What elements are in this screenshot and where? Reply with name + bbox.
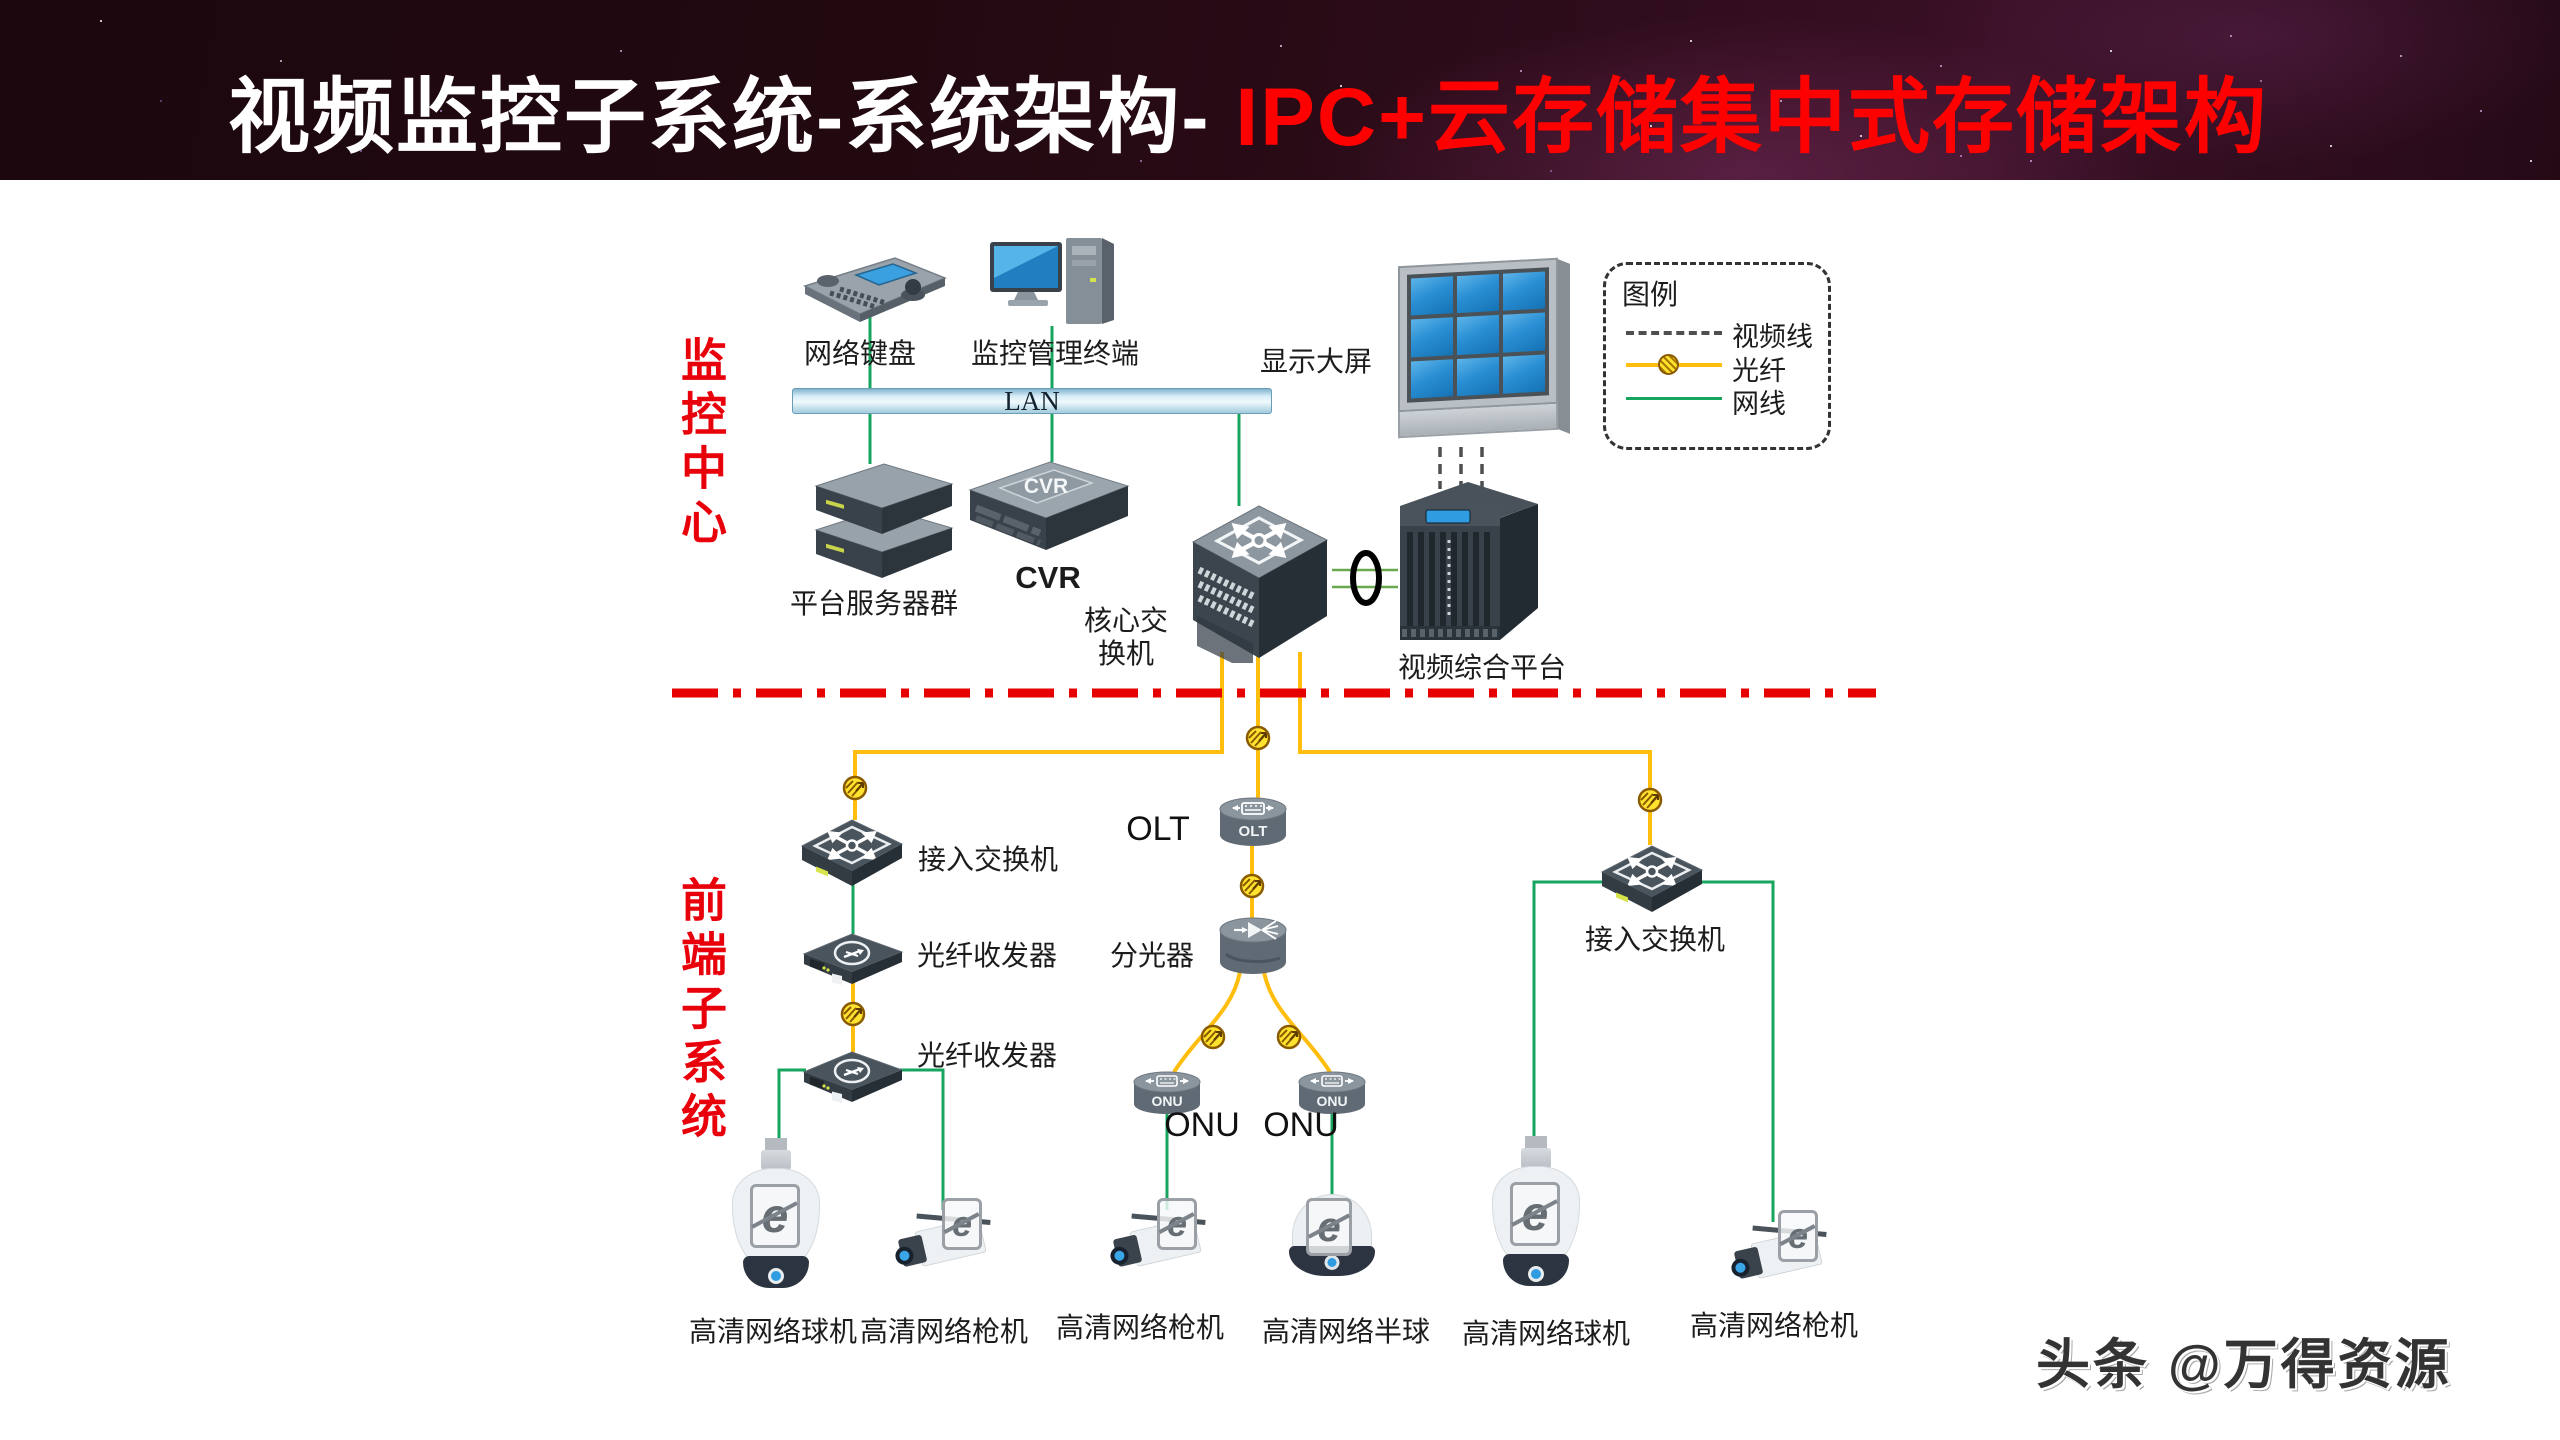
ie-logo-icon: e <box>750 1184 800 1248</box>
legend-ethernet-label: 网线 <box>1732 389 1786 419</box>
starfield-decoration <box>100 20 102 22</box>
ie-logo-icon: e <box>942 1198 982 1250</box>
page-title: 视频监控子系统-系统架构- IPC+云存储集中式存储架构 <box>228 50 2268 169</box>
camera-label-1: 高清网络球机 <box>688 1316 858 1347</box>
display-wall-device <box>1398 257 1570 439</box>
core-switch-device <box>1185 498 1335 674</box>
legend-fiber-connector-icon <box>1658 354 1679 375</box>
access-switch-left-device <box>800 816 906 893</box>
display-wall-label: 显示大屏 <box>1259 346 1373 377</box>
page-title-main: 视频监控子系统-系统架构- <box>228 72 1211 163</box>
cvr-top-badge: CVR <box>1024 475 1068 498</box>
transceiver-2-label: 光纤收发器 <box>917 1040 1058 1071</box>
section-label-frontend-subsystem: 前端子系统 <box>675 876 727 1146</box>
onu-right-label: ONU <box>1263 1106 1339 1144</box>
olt-label: OLT <box>1126 810 1190 848</box>
management-terminal-device <box>990 234 1118 341</box>
camera-bullet-1: e <box>890 1198 991 1290</box>
ie-logo-icon: e <box>1157 1198 1197 1250</box>
camera-label-5: 高清网络球机 <box>1461 1318 1631 1349</box>
legend-title: 图例 <box>1622 279 1679 310</box>
camera-dome-2: e <box>1486 1136 1586 1286</box>
lan-label: LAN <box>1004 385 1060 416</box>
onu-right-device: ONU <box>1297 1070 1367 1123</box>
camera-lens <box>768 1268 784 1284</box>
transceiver-1-label: 光纤收发器 <box>917 940 1058 971</box>
camera-lens <box>1324 1255 1340 1270</box>
link-bundle-symbol <box>1350 550 1382 606</box>
legend-video-line-label: 视频线 <box>1732 322 1813 352</box>
header-banner: 视频监控子系统-系统架构- IPC+云存储集中式存储架构 <box>0 0 2560 180</box>
camera-bullet-3: e <box>1726 1210 1827 1302</box>
watermark: 头条 @万得资源 <box>2036 1335 2452 1395</box>
camera-hemisphere: e <box>1288 1194 1376 1276</box>
ie-logo-icon: e <box>1510 1182 1560 1246</box>
access-switch-right-device <box>1600 842 1706 919</box>
camera-lens <box>1528 1266 1544 1282</box>
legend-fiber-label: 光纤 <box>1732 356 1786 386</box>
video-platform-label: 视频综合平台 <box>1397 652 1567 683</box>
legend-ethernet-line-icon <box>1626 397 1722 400</box>
legend-video-line-icon <box>1626 331 1722 335</box>
camera-label-2: 高清网络枪机 <box>859 1316 1029 1347</box>
camera-label-4: 高清网络半球 <box>1261 1316 1431 1347</box>
camera-bullet-2: e <box>1105 1198 1206 1290</box>
switch-platform-links <box>1332 568 1398 589</box>
splitter-label: 分光器 <box>1109 940 1195 971</box>
onu-left-label: ONU <box>1164 1106 1240 1144</box>
camera-lens <box>1108 1244 1131 1267</box>
terminal-label: 监控管理终端 <box>970 338 1140 369</box>
fiber-transceiver-1-device <box>802 932 904 991</box>
keyboard-label: 网络键盘 <box>803 338 917 369</box>
camera-dome-1: e <box>726 1138 826 1288</box>
core-switch-label: 核心交 换机 <box>1083 605 1169 669</box>
camera-lens <box>1729 1256 1752 1279</box>
camera-label-3: 高清网络枪机 <box>1055 1312 1225 1343</box>
camera-label-6: 高清网络枪机 <box>1689 1310 1859 1341</box>
servers-label: 平台服务器群 <box>789 588 959 619</box>
cvr-label: CVR <box>1015 560 1081 595</box>
legend: 图例 视频线 光纤 网线 <box>1603 262 1831 450</box>
camera-lens <box>893 1244 916 1267</box>
section-label-monitoring-center: 监控中心 <box>675 336 727 552</box>
ie-logo-icon: e <box>1778 1210 1818 1262</box>
onu-left-device: ONU <box>1132 1070 1202 1123</box>
fiber-transceiver-2-device <box>802 1050 904 1109</box>
display-wall-side <box>1558 259 1570 434</box>
network-keyboard-device <box>800 248 950 329</box>
page-title-accent: IPC+云存储集中式存储架构 <box>1235 72 2269 163</box>
cvr-device: CVR <box>958 456 1140 571</box>
video-platform-device <box>1394 480 1542 660</box>
platform-servers-device <box>806 458 958 591</box>
access-switch-right-label: 接入交换机 <box>1584 924 1726 955</box>
fiber-connector-icons <box>840 725 1663 1050</box>
display-wall-frame <box>1398 257 1558 413</box>
lan-bus: LAN <box>792 385 1272 416</box>
ie-logo-icon: e <box>1306 1198 1352 1256</box>
access-switch-left-label: 接入交换机 <box>918 844 1059 875</box>
video-lines <box>1438 447 1484 489</box>
splitter-device <box>1218 914 1288 983</box>
olt-device: OLT <box>1218 796 1288 855</box>
onu-left-badge: ONU <box>1151 1093 1182 1109</box>
olt-badge: OLT <box>1239 823 1268 840</box>
onu-right-badge: ONU <box>1316 1093 1347 1109</box>
ethernet-lines <box>777 314 1775 1222</box>
